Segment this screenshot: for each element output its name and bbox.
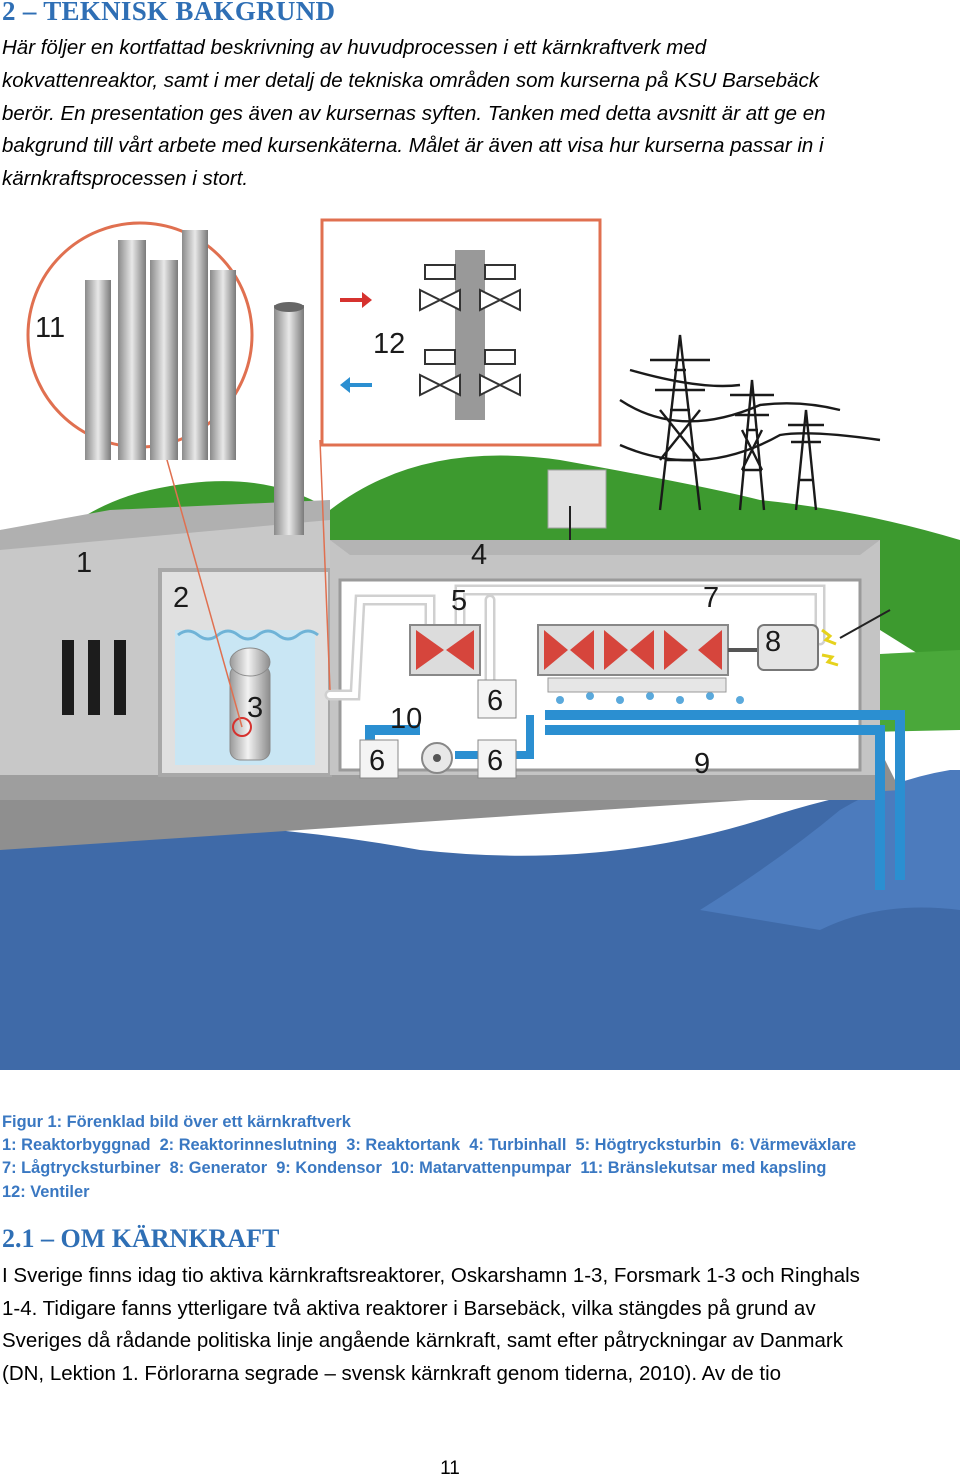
caption-item: 7: Lågtrycksturbiner: [2, 1159, 161, 1178]
label-1: 1: [76, 547, 92, 579]
label-7: 7: [703, 582, 719, 614]
figure-caption: Figur 1: Förenklad bild över ett kärnkra…: [2, 1111, 952, 1204]
intro-line: kokvattenreaktor, samt i mer detalj de t…: [2, 68, 819, 92]
nuclear-plant-illustration: 1 2 3 4 5 6 6 6 7 8 9 10 11 12: [0, 218, 960, 1070]
label-3: 3: [247, 692, 263, 724]
caption-item: 2: Reaktorinneslutning: [159, 1136, 338, 1155]
heat-exchanger-box: [477, 739, 517, 779]
caption-title: Figur 1: Förenklad bild över ett kärnkra…: [2, 1113, 351, 1131]
intro-line: berör. En presentation ges även av kurse…: [2, 101, 826, 125]
heat-exchanger-box: [359, 739, 399, 779]
caption-item: 11: Bränslekutsar med kapsling: [580, 1159, 827, 1178]
nuclear-plant-figure: 1 2 3 4 5 6 6 6 7 8 9 10 11 12: [0, 210, 960, 1080]
arrow-red-icon: [340, 292, 372, 308]
label-9: 9: [694, 748, 710, 780]
caption-item: 4: Turbinhall: [469, 1136, 567, 1155]
callout-line: [159, 434, 243, 728]
paragraph-line: Sveriges då rådande politiska linje angå…: [2, 1329, 843, 1353]
figure-labels: 1 2 3 4 5 6 6 6 7 8 9 10 11 12: [35, 312, 781, 780]
label-11: 11: [35, 312, 65, 344]
label-10: 10: [390, 703, 422, 735]
label-8: 8: [765, 626, 781, 658]
page-number: 11: [440, 1458, 460, 1479]
caption-item: 8: Generator: [169, 1159, 268, 1178]
label-6: 6: [369, 745, 385, 777]
turbine-hall-roof: [330, 540, 880, 555]
generator-cable: [839, 609, 891, 639]
pump-center: [433, 754, 441, 762]
chimney-top: [274, 302, 304, 312]
fuel-rods: [85, 230, 236, 460]
water-area: [0, 780, 960, 1070]
condensate-drops: [556, 692, 744, 704]
chimney: [274, 305, 304, 535]
section-paragraph: I Sverige finns idag tio aktiva kärnkraf…: [2, 1260, 942, 1390]
caption-item: 5: Högtrycksturbin: [575, 1136, 722, 1155]
callout-line: [319, 439, 331, 691]
vessel-dome: [229, 647, 271, 677]
arrow-blue-icon: [340, 377, 372, 393]
low-pressure-turbines: [537, 624, 729, 693]
intro-paragraph: Här följer en kortfattad beskrivning av …: [2, 32, 932, 196]
label-6: 6: [487, 685, 503, 717]
label-5: 5: [451, 585, 467, 617]
caption-line: 1: Reaktorbyggnad 2: Reaktorinneslutning…: [2, 1134, 952, 1157]
caption-item: 1: Reaktorbyggnad: [2, 1136, 151, 1155]
label-4: 4: [471, 539, 487, 571]
pool-waves: [177, 629, 319, 641]
high-pressure-turbine: [409, 624, 481, 676]
label-12: 12: [373, 328, 405, 360]
spark-icon: [821, 628, 839, 667]
subsection-heading: 2.1 – OM KÄRNKRAFT: [2, 1224, 280, 1253]
caption-item: 3: Reaktortank: [346, 1136, 461, 1155]
paragraph-line: (DN, Lektion 1. Förlorarna segrade – sve…: [2, 1361, 782, 1385]
intro-line: kärnkraftsprocessen i stort.: [2, 167, 249, 191]
paragraph-line: 1-4. Tidigare fanns ytterligare två akti…: [2, 1296, 816, 1320]
vessel-highlight: [232, 717, 252, 737]
valves: [419, 250, 521, 420]
caption-line: 12: Ventiler: [2, 1181, 952, 1204]
section-heading: 2 – TEKNISK BAKGRUND: [2, 0, 336, 26]
caption-line: 7: Lågtrycksturbiner 8: Generator 9: Kon…: [2, 1157, 952, 1180]
caption-item: 12: Ventiler: [2, 1182, 90, 1201]
label-2: 2: [173, 582, 189, 614]
reactor-building-roof: [0, 500, 330, 550]
caption-item: 9: Kondensor: [276, 1159, 382, 1178]
paragraph-line: I Sverige finns idag tio aktiva kärnkraf…: [2, 1264, 860, 1287]
transformer-box: [547, 469, 607, 529]
generator: [757, 624, 819, 671]
heat-exchanger-box: [477, 679, 517, 719]
intro-line: bakgrund till vårt arbete med kursenkäte…: [2, 134, 824, 158]
caption-item: 6: Värmeväxlare: [730, 1136, 857, 1155]
label-6: 6: [487, 745, 503, 777]
caption-item: 10: Matarvattenpumpar: [390, 1159, 572, 1178]
intro-line: Här följer en kortfattad beskrivning av …: [2, 36, 707, 59]
steam-pipes: [324, 584, 826, 701]
building-vents: [62, 640, 126, 715]
power-pylons: [619, 334, 881, 511]
